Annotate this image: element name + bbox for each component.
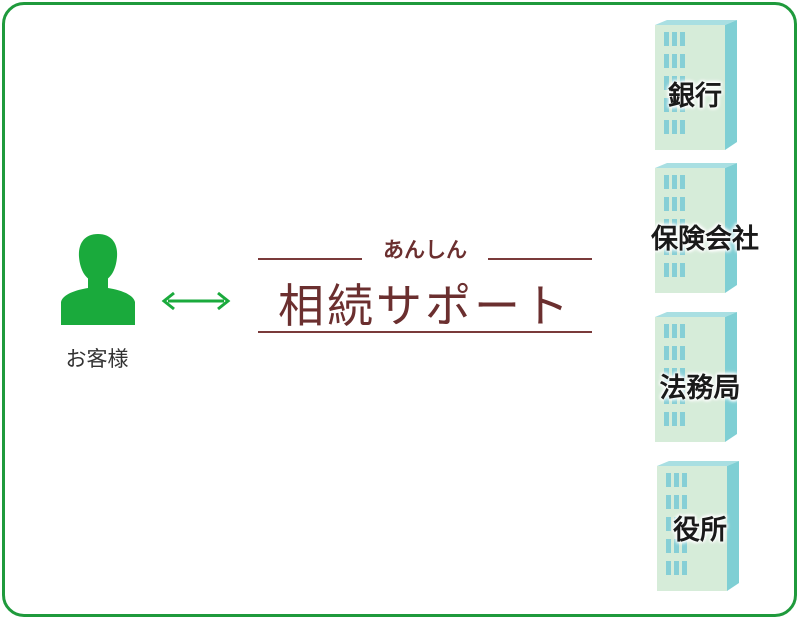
- service-subtitle: あんしん: [258, 234, 592, 264]
- title-underline: [258, 331, 592, 333]
- institution-label-bank: 銀行: [668, 81, 722, 112]
- institution-label-insurance: 保険会社: [651, 224, 759, 255]
- customer-label: お客様: [65, 347, 129, 371]
- service-subtitle-text: あんしん: [371, 238, 479, 262]
- person-icon: [61, 234, 135, 325]
- double-arrow-icon: [161, 291, 231, 311]
- institution-label-legal-affairs: 法務局: [659, 373, 741, 404]
- service-title: 相続サポート: [278, 279, 572, 333]
- subtitle-rule-left: [258, 258, 362, 260]
- institution-label-city-office: 役所: [673, 515, 727, 546]
- subtitle-rule-right: [488, 258, 592, 260]
